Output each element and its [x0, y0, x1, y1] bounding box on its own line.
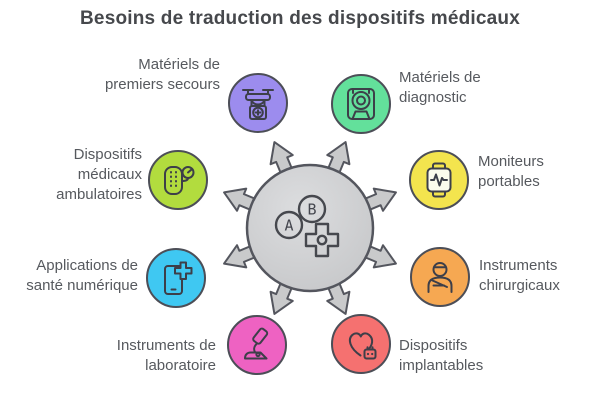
label-digital-health-apps: Applications de santé numérique [26, 257, 138, 294]
label-implantable-devices: Dispositifs implantables [399, 337, 484, 374]
dpad-icon [304, 222, 340, 258]
node-portable-monitors [409, 150, 469, 210]
node-ambulatory-devices [148, 150, 208, 210]
central-hub: B A [210, 128, 410, 328]
page-title: Besoins de traduction des dispositifs mé… [80, 8, 520, 29]
implantable-heart-icon [348, 332, 377, 360]
ct-scanner-icon [347, 88, 375, 120]
label-laboratory-instruments: Instruments de laboratoire [116, 337, 216, 374]
microscope-icon [244, 327, 269, 360]
label-ambulatory-devices: Dispositifs médicaux ambulatoires [56, 146, 142, 203]
drone-first-aid-icon [242, 89, 274, 120]
hub-arrows-graphic: B A [223, 141, 397, 315]
blood-pressure-monitor-icon [164, 166, 195, 195]
node-surgical-instruments [410, 247, 470, 307]
node-digital-health-apps [146, 248, 206, 308]
dpad-center-dot [316, 234, 328, 246]
smartwatch-monitor-icon [426, 162, 452, 198]
button-a-label: A [284, 217, 293, 235]
hub-circle [245, 163, 375, 293]
node-laboratory-instruments [227, 315, 287, 375]
health-app-phone-icon [164, 261, 193, 295]
label-portable-monitors: Moniteurs portables [478, 153, 544, 190]
button-a-icon [274, 210, 304, 240]
node-first-aid-materials [228, 73, 288, 133]
node-implantable-devices [331, 314, 391, 374]
button-b-icon [297, 194, 327, 224]
surgeon-icon [427, 262, 453, 293]
label-first-aid-materials: Matériels de premiers secours [104, 56, 220, 93]
label-diagnostic-materials: Matériels de diagnostic [399, 69, 481, 106]
button-b-label: B [307, 201, 316, 219]
node-diagnostic-materials [331, 74, 391, 134]
label-surgical-instruments: Instruments chirurgicaux [479, 257, 560, 294]
